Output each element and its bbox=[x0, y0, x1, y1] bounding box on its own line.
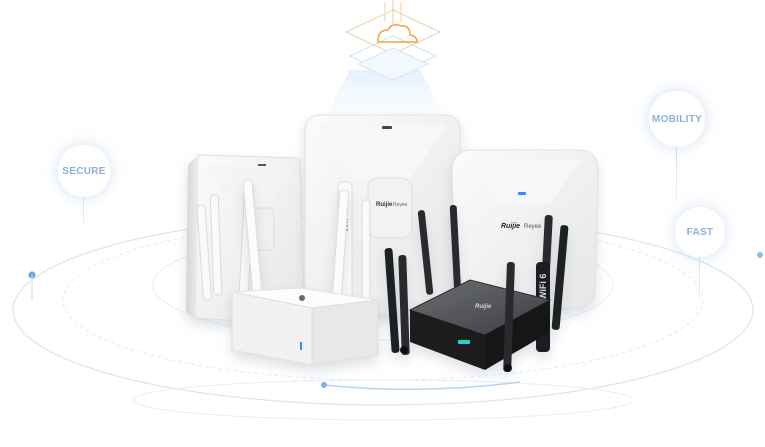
router-black-brand: Ruijie bbox=[475, 304, 492, 310]
ap-right-status-led bbox=[518, 192, 526, 195]
mobility-label: MOBILITY bbox=[651, 113, 703, 125]
fast-label: FAST bbox=[686, 226, 714, 238]
router-white-device bbox=[231, 179, 379, 366]
ap-center-device: Ruijie Reyee WiFi 6 bbox=[304, 114, 461, 316]
right-node-dot bbox=[757, 252, 763, 258]
router-black-device: WiFi 6 Ruijie bbox=[384, 205, 569, 373]
ap-center-brand: Ruijie bbox=[376, 202, 393, 208]
router-black-led bbox=[458, 340, 470, 344]
cloud-platform-icon bbox=[344, 0, 442, 81]
router-white-led bbox=[300, 342, 302, 350]
ap-right-brand: Ruijie bbox=[501, 223, 520, 230]
ap-center-sub: Reyee bbox=[393, 202, 408, 208]
router-black-antenna-label: WiFi 6 bbox=[538, 274, 548, 300]
mobility-badge: MOBILITY bbox=[648, 90, 706, 148]
fast-badge: FAST bbox=[674, 206, 726, 258]
secure-badge: SECURE bbox=[57, 144, 111, 198]
ap-right-sub: Reyee bbox=[524, 224, 542, 230]
secure-label: SECURE bbox=[62, 165, 106, 177]
